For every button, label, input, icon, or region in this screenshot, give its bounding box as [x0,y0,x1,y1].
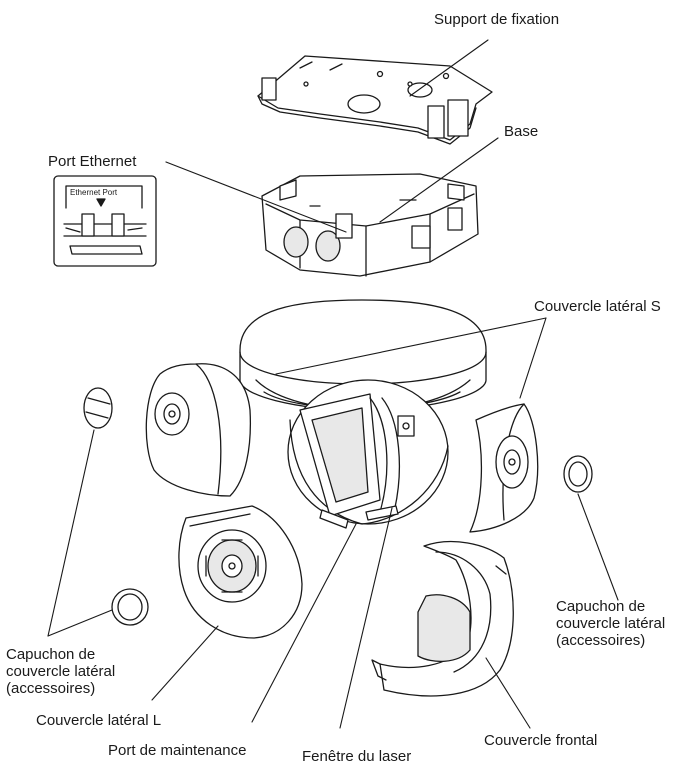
label-side-cover-s: Couvercle latéral S [534,298,661,315]
mounting-bracket [257,55,493,145]
label-base: Base [504,123,539,140]
front-cover [371,540,514,697]
label-side-cap-left-line2: couvercle latéral [6,663,116,680]
label-side-cap-left-line3: (accessoires) [6,680,96,697]
label-maintenance-port: Port de maintenance [108,742,247,759]
label-side-cap-left: Capuchon de couvercle latéral (accessoir… [6,646,115,697]
side-cap-right [563,455,593,493]
side-cover-left-upper [145,363,252,497]
label-ethernet-port: Port Ethernet [48,153,137,170]
label-laser-window: Fenêtre du laser [302,748,412,765]
side-cover-left-lower [178,505,303,639]
side-cap-left-bottom [111,588,149,626]
ethernet-port-inset: Ethernet Port [53,175,157,267]
label-front-cover: Couvercle frontal [484,732,598,749]
label-side-cap-left-line1: Capuchon de [6,646,96,663]
label-side-cover-l: Couvercle latéral L [36,712,162,729]
side-cover-right [469,403,539,533]
base [261,173,479,277]
dome-camera [239,299,487,529]
leader-lines [47,39,619,729]
label-support-fixation: Support de fixation [434,11,560,28]
label-side-cap-right-line1: Capuchon de [556,598,646,615]
inset-ethernet-text: Ethernet Port [70,188,118,197]
label-side-cap-right-line3: (accessoires) [556,632,646,649]
label-side-cap-right-line2: couvercle latéral [556,615,666,632]
label-side-cap-right: Capuchon de couvercle latéral (accessoir… [556,598,665,649]
side-cap-left-top [83,387,113,429]
